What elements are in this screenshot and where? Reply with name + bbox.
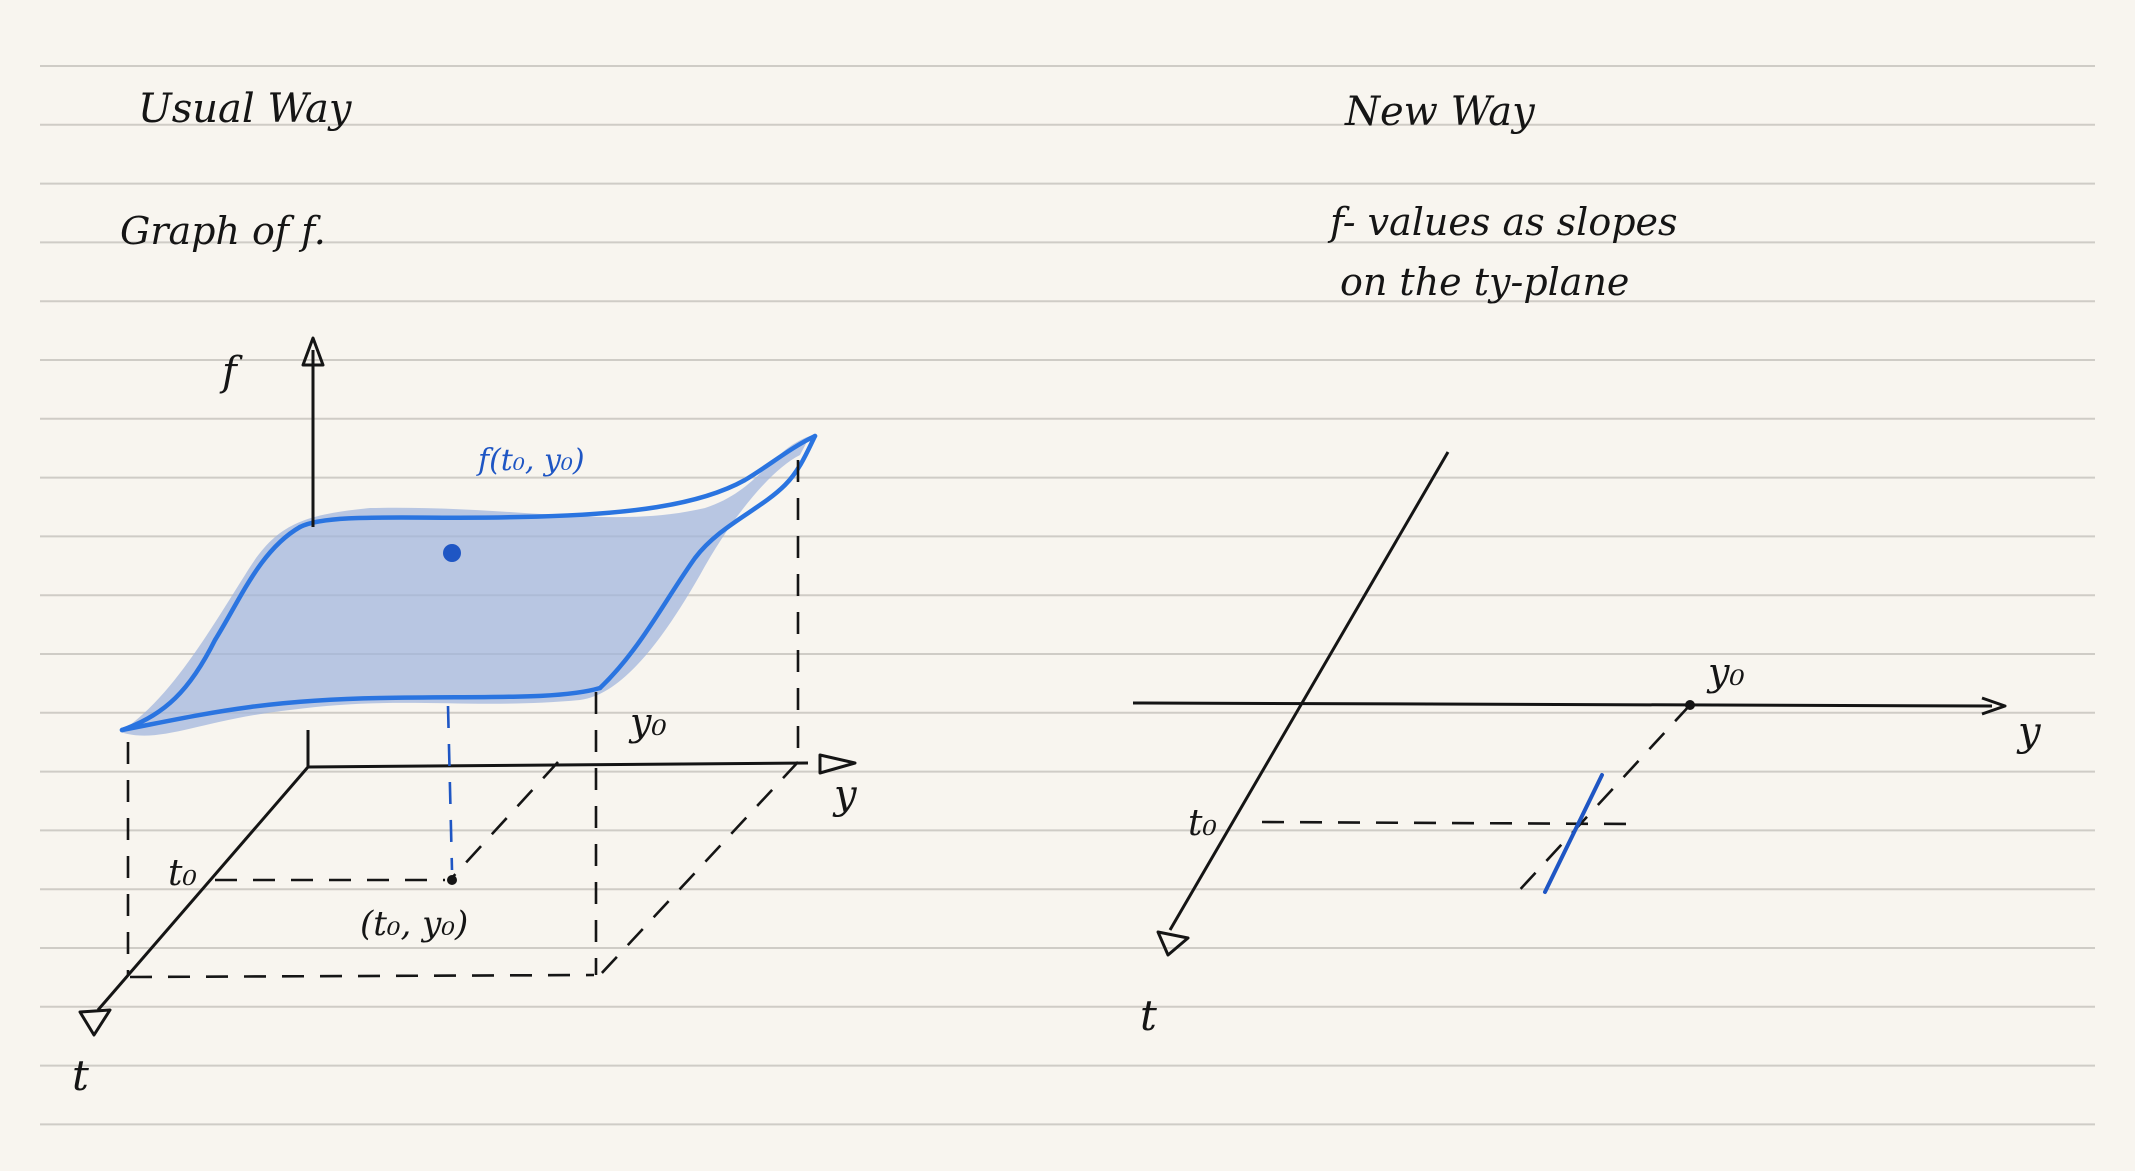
- y-axis-arrow: [818, 753, 857, 775]
- slope-segment: [1543, 773, 1604, 894]
- left-subheading: Graph of f.: [120, 209, 326, 253]
- right-subheading-line2: on the ty-plane: [1340, 260, 1629, 304]
- right-dashed-guides: [1261, 704, 1691, 896]
- left-t0-label: t₀: [168, 853, 197, 894]
- surface-bottom-edge: [119, 685, 603, 733]
- y-axis-line: [307, 761, 809, 769]
- right-t-axis-line: [1168, 451, 1450, 931]
- point-label: (t₀, y₀): [360, 904, 468, 944]
- right-y-axis-line: [1132, 701, 1993, 708]
- function-surface: [120, 436, 810, 736]
- right-y0-label: y₀: [1706, 650, 1745, 694]
- right-heading: New Way: [1344, 89, 1536, 135]
- right-y-axis-arrow: [1981, 696, 2007, 716]
- right-t0-label: t₀: [1188, 803, 1217, 844]
- right-y-axis-label: y: [2016, 709, 2042, 755]
- surface-left-edge: [119, 524, 303, 733]
- base-point: [447, 875, 457, 885]
- right-subheading-line1: f- values as slopes: [1327, 200, 1678, 244]
- t-axis-arrow: [78, 1008, 112, 1037]
- dashed-guides: [126, 460, 800, 979]
- t-axis-label: t: [72, 1051, 89, 1100]
- f-axis-label: f: [219, 349, 243, 395]
- t-axis-line: [96, 766, 310, 1011]
- point-dropline: [446, 705, 454, 871]
- right-t-axis-arrow: [1156, 930, 1190, 957]
- left-y0-label: y₀: [628, 700, 667, 744]
- right-panel: New Way f- values as slopes on the ty-pl…: [1132, 89, 2042, 1040]
- y0-point: [1685, 700, 1695, 710]
- surface-top-edge: [297, 433, 818, 530]
- f-axis-arrow: [301, 336, 325, 367]
- left-panel: Usual Way Graph of f. f(t₀, y₀) f y t: [72, 86, 858, 1100]
- surface-point: [443, 544, 461, 562]
- y-axis-label: y: [832, 772, 858, 818]
- surface-label: f(t₀, y₀): [476, 443, 585, 478]
- left-heading: Usual Way: [138, 86, 353, 132]
- right-t-axis-label: t: [1140, 991, 1157, 1040]
